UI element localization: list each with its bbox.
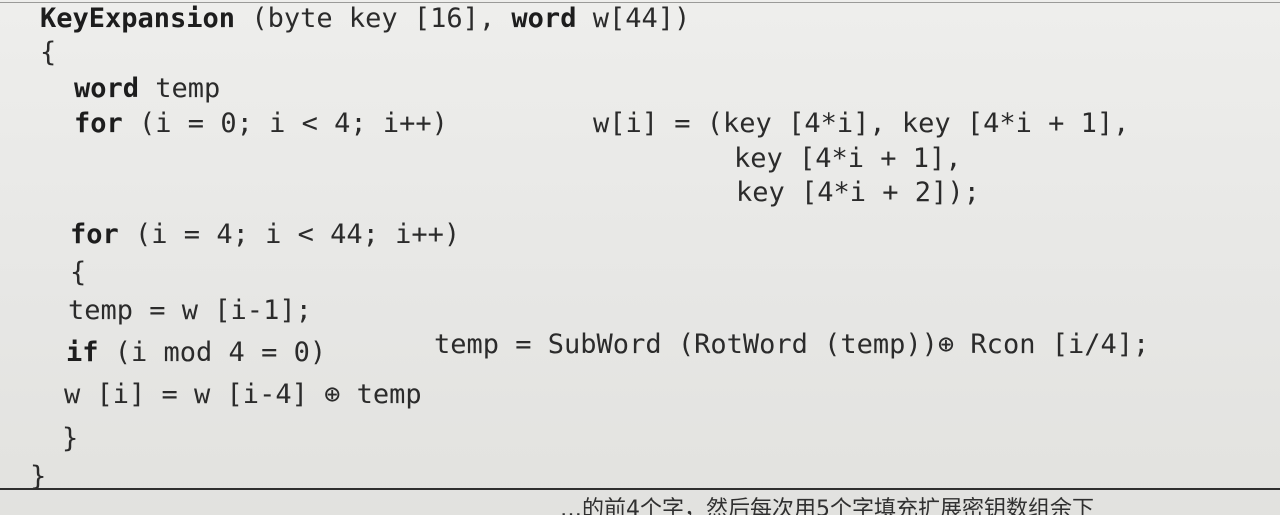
code-line-9: temp = w [i-1]; xyxy=(68,296,312,326)
open-brace: { xyxy=(40,37,57,68)
top-rule xyxy=(0,2,1280,3)
code-text: key [4*i + 1], xyxy=(734,143,962,174)
open-brace: { xyxy=(70,257,87,288)
code-line-12: } xyxy=(62,424,78,454)
code-line-11: w [i] = w [i-4] ⊕ temp xyxy=(64,380,422,410)
code-text: temp = SubWord (RotWord (temp))⊕ Rcon [i… xyxy=(434,329,1150,360)
keyword-word: word xyxy=(74,73,140,104)
footer-text: …的前4个字，然后每次用5个字填充扩展密钥数组余下 xyxy=(0,493,1280,515)
code-line-4-body: w[i] = (key [4*i], key [4*i + 1], xyxy=(593,109,1129,139)
code-line-10-body: temp = SubWord (RotWord (temp))⊕ Rcon [i… xyxy=(434,330,1149,360)
code-line-3: word temp xyxy=(74,74,220,104)
code-line-1: KeyExpansion (byte key [16], word w[44]) xyxy=(40,4,690,34)
code-text: w[44]) xyxy=(576,3,691,34)
code-line-8: { xyxy=(70,258,86,288)
close-brace: } xyxy=(62,423,79,454)
code-text: key [4*i + 2]); xyxy=(736,177,980,208)
code-line-4: for (i = 0; i < 4; i++) xyxy=(74,109,448,139)
code-text: w [i] = w [i-4] ⊕ temp xyxy=(64,379,422,410)
keyword-for: for xyxy=(74,108,123,139)
code-text: (i mod 4 = 0) xyxy=(98,337,327,368)
code-text: (byte key [16], xyxy=(235,3,512,34)
bottom-rule xyxy=(0,488,1280,490)
code-line-6: key [4*i + 2]); xyxy=(736,178,980,208)
code-text: w[i] = (key [4*i], key [4*i + 1], xyxy=(593,108,1130,139)
footer-text-content: …的前4个字，然后每次用5个字填充扩展密钥数组余下 xyxy=(560,497,1094,515)
keyword-word: word xyxy=(511,3,577,34)
code-text: (i = 4; i < 44; i++) xyxy=(118,219,461,250)
keyword-for: for xyxy=(70,219,119,250)
keyword-keyexpansion: KeyExpansion xyxy=(40,3,236,34)
code-text: temp xyxy=(139,73,221,104)
code-line-2: { xyxy=(40,38,56,68)
code-line-5: key [4*i + 1], xyxy=(734,144,962,174)
code-line-13: } xyxy=(30,462,46,492)
code-text: temp = w [i-1]; xyxy=(68,295,312,326)
code-text: (i = 0; i < 4; i++) xyxy=(122,108,448,139)
code-line-10: if (i mod 4 = 0) xyxy=(66,338,326,368)
code-line-7: for (i = 4; i < 44; i++) xyxy=(70,220,460,250)
close-brace: } xyxy=(30,461,47,492)
keyword-if: if xyxy=(66,337,99,368)
